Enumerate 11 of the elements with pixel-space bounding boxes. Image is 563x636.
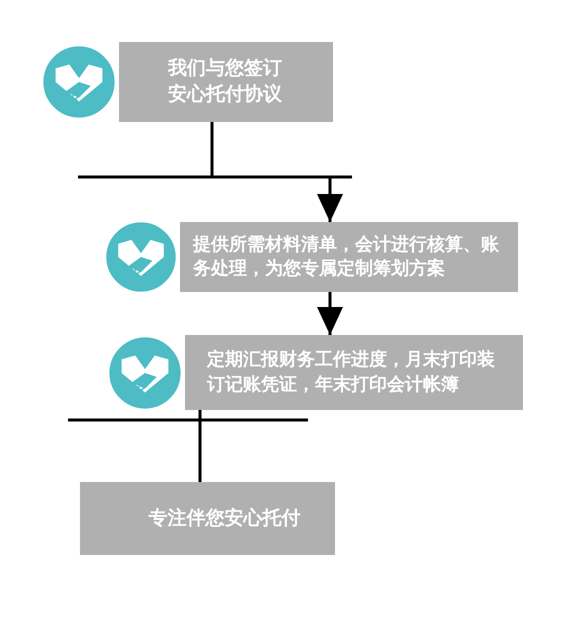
step-text: 提供所需材料清单，会计进行核算、账务处理，为您专属定制筹划方案	[193, 232, 500, 281]
arrow	[317, 292, 343, 335]
step-box	[80, 482, 335, 555]
connector-line	[198, 410, 202, 482]
step-text: 专注伴您安心托付	[148, 506, 300, 531]
step-text: 定期汇报财务工作进度，月末打印装订记账凭证，年末打印会计帐簿	[207, 348, 496, 396]
arrow	[210, 122, 343, 222]
step-box	[185, 335, 523, 410]
step-box	[119, 42, 333, 122]
step-text: 我们与您签订安心托付协议	[166, 56, 283, 107]
step-box	[180, 222, 518, 292]
